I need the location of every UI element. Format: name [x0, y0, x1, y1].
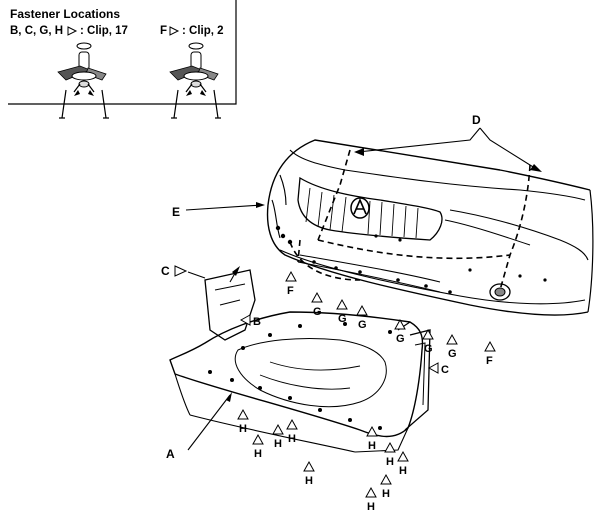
- fastener-tag-label: G: [313, 306, 322, 318]
- fastener-tag-label: F: [486, 355, 493, 367]
- fastener-tag-h: H: [365, 486, 377, 513]
- fastener-tag-f: F: [484, 340, 496, 367]
- triangle-marker-icon: [272, 423, 284, 435]
- fastener-tag-label: G: [338, 313, 347, 325]
- fastener-tag-h: H: [237, 408, 249, 435]
- fastener-tag-h: H: [252, 433, 264, 460]
- callout-e: E: [172, 205, 180, 219]
- fastener-tag-label: H: [368, 440, 376, 452]
- fastener-tag-h: H: [397, 450, 409, 477]
- fastener-tag-label: H: [274, 438, 282, 450]
- fastener-tag-label: G: [358, 319, 367, 331]
- legend-clip17-value: : Clip, 17: [80, 25, 128, 37]
- fastener-tag-g: G: [311, 291, 323, 318]
- clip-icon: [169, 42, 221, 119]
- fastener-tag-g: G: [422, 328, 434, 355]
- triangle-marker-icon: [67, 26, 78, 36]
- fastener-tag-f: F: [285, 270, 297, 297]
- callout-a: A: [166, 447, 175, 461]
- fastener-legend: Fastener Locations B, C, G, H : Clip, 17…: [8, 0, 237, 119]
- fastener-tag-b: B: [239, 314, 261, 328]
- callout-leaders: [185, 127, 542, 451]
- fastener-tag-label: H: [367, 501, 375, 513]
- legend-clip2-label: F: [160, 25, 167, 37]
- triangle-marker-icon: [239, 314, 251, 326]
- triangle-marker-icon: [384, 441, 396, 453]
- fastener-tag-g: G: [336, 298, 348, 325]
- triangle-marker-icon: [356, 304, 368, 316]
- triangle-marker-icon: [484, 340, 496, 352]
- front-bumper: [266, 139, 594, 316]
- fastener-tag-g: G: [394, 318, 406, 345]
- triangle-marker-icon: [286, 418, 298, 430]
- triangle-marker-icon: [422, 328, 434, 340]
- legend-clip17-label: B, C, G, H: [10, 25, 63, 37]
- legend-clip2-value: : Clip, 2: [182, 25, 224, 37]
- fastener-tag-label: F: [287, 285, 294, 297]
- triangle-marker-icon: [366, 425, 378, 437]
- triangle-marker-icon: [380, 473, 392, 485]
- fastener-tag-h: H: [366, 425, 378, 452]
- triangle-marker-icon: [252, 433, 264, 445]
- triangle-marker-icon: [169, 26, 180, 36]
- triangle-marker-icon: [311, 291, 323, 303]
- fastener-tag-label: G: [396, 333, 405, 345]
- fastener-tag-label: C: [441, 364, 449, 376]
- triangle-marker-icon: [365, 486, 377, 498]
- triangle-marker-icon: [285, 270, 297, 282]
- fastener-tag-label: H: [254, 448, 262, 460]
- triangle-marker-icon: [336, 298, 348, 310]
- triangle-marker-icon: [394, 318, 406, 330]
- fastener-tag-label: H: [288, 433, 296, 445]
- triangle-marker-icon: [427, 362, 439, 374]
- triangle-marker-icon: [174, 265, 188, 277]
- fastener-tag-label: G: [448, 348, 457, 360]
- fastener-tag-g: G: [446, 333, 458, 360]
- fastener-tag-h: H: [272, 423, 284, 450]
- fastener-tag-label: G: [424, 343, 433, 355]
- fastener-tag-label: H: [305, 475, 313, 487]
- legend-title: Fastener Locations: [10, 7, 120, 21]
- fastener-tag-g: G: [356, 304, 368, 331]
- fastener-tag-label: B: [253, 316, 261, 328]
- fastener-tag-label: H: [399, 465, 407, 477]
- fastener-tag-h: H: [384, 441, 396, 468]
- callout-d: D: [472, 113, 481, 127]
- fastener-tag-h: H: [303, 460, 315, 487]
- fastener-tag-h: H: [286, 418, 298, 445]
- fastener-tag-label: H: [239, 423, 247, 435]
- fastener-tag-label: H: [386, 456, 394, 468]
- triangle-marker-icon: [237, 408, 249, 420]
- fastener-tag-label: H: [382, 488, 390, 500]
- triangle-marker-icon: [446, 333, 458, 345]
- clip-icon: [57, 42, 109, 119]
- triangle-marker-icon: [397, 450, 409, 462]
- callout-c: C: [161, 264, 170, 278]
- fastener-tag-c: C: [427, 362, 449, 376]
- triangle-marker-icon: [303, 460, 315, 472]
- fastener-tag-h: H: [380, 473, 392, 500]
- engine-under-cover: [169, 269, 431, 453]
